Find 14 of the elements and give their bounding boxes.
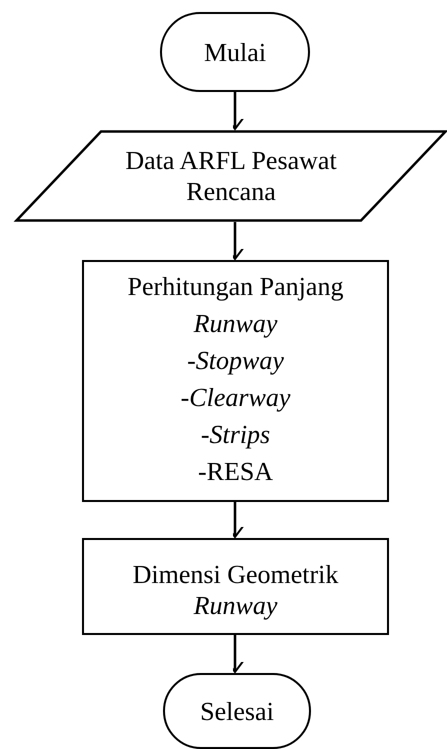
node-text: Dimensi Geometrik Runway xyxy=(132,558,340,620)
terminal-shape xyxy=(160,12,310,92)
node-text: -Strips xyxy=(200,419,270,451)
node-text: Perhitungan Panjang Runway xyxy=(126,271,344,340)
node-text: -RESA xyxy=(198,456,274,488)
node-text: Data ARFL Pesawat Rencana xyxy=(124,145,338,207)
terminal-shape xyxy=(163,673,311,749)
process-box xyxy=(82,260,389,502)
input-output-parallelogram xyxy=(15,130,447,222)
node-text: -Stopway xyxy=(187,345,284,377)
node-text: Mulai xyxy=(204,36,266,68)
process-box xyxy=(82,538,389,635)
node-text: -Clearway xyxy=(180,382,290,414)
node-text: Selesai xyxy=(200,696,274,726)
